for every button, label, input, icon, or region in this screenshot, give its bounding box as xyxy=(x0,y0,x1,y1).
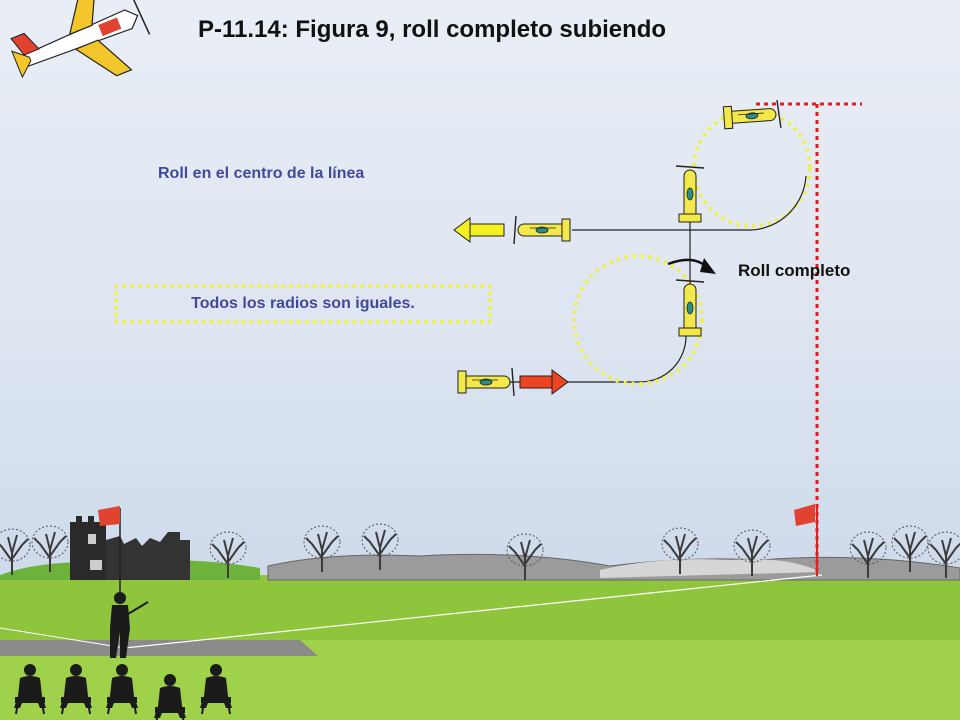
plane-vertical-upper xyxy=(675,165,705,223)
full-roll-label: Roll completo xyxy=(738,261,851,280)
roll-center-note: Roll en el centro de la línea xyxy=(158,165,365,182)
pilot-silhouette xyxy=(110,592,149,658)
equal-radii-box: Todos los radios son iguales. xyxy=(114,284,492,324)
equal-radii-note: Todos los radios son iguales. xyxy=(191,295,415,312)
sight-line-right xyxy=(124,574,823,649)
castle-ruin xyxy=(70,516,190,580)
entry-arrow xyxy=(519,369,569,395)
sight-line-left xyxy=(0,627,126,649)
exit-arrow xyxy=(453,217,505,243)
runway-strip xyxy=(0,640,318,656)
plane-exit xyxy=(513,215,571,245)
hills-pale xyxy=(600,559,820,578)
plane-vertical-lower xyxy=(675,279,705,337)
aerobatic-plane-logo xyxy=(10,0,151,79)
curved-roll-arrow xyxy=(667,258,716,274)
flag-icon xyxy=(98,506,121,600)
plane-entry xyxy=(457,367,515,397)
figure-nine-path xyxy=(510,108,812,386)
flag-icon xyxy=(794,504,818,576)
page-title: P-11.14: Figura 9, roll completo subiend… xyxy=(198,16,667,43)
